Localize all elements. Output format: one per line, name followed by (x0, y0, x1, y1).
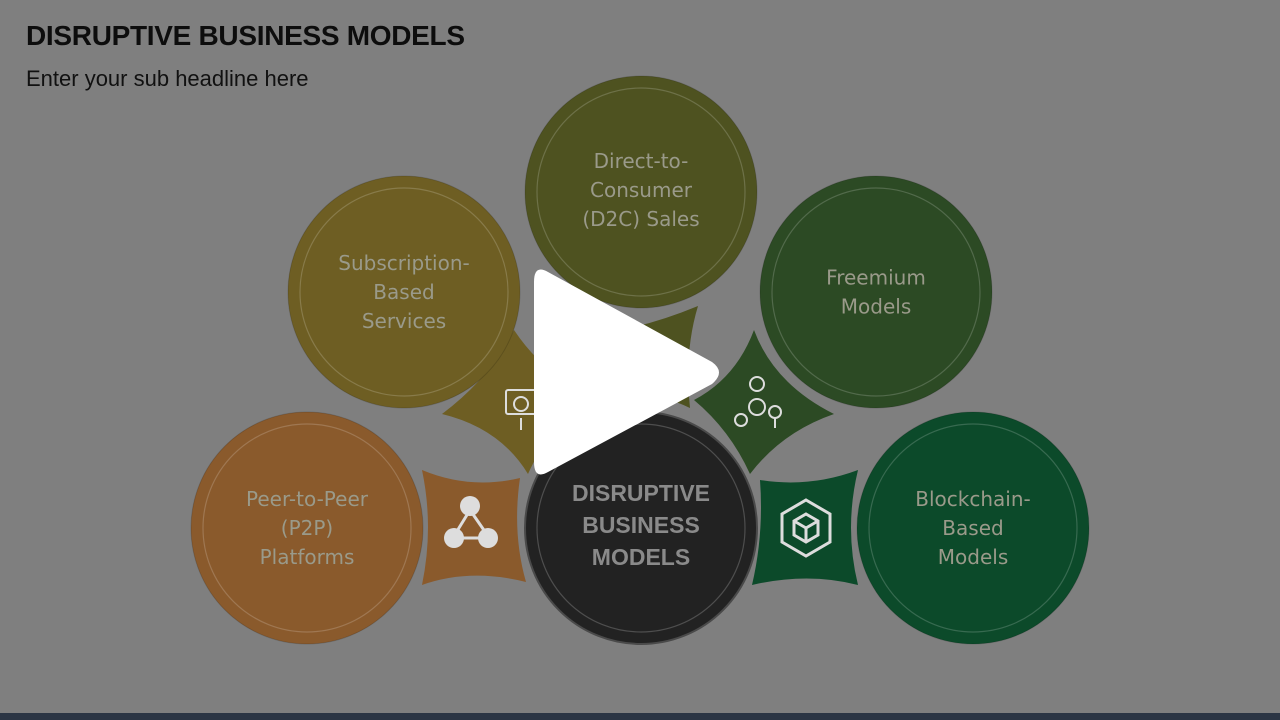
circle-label-line: Direct-to- (594, 149, 689, 173)
svg-text:Direct-to-Consumer(D2C) Sales: Direct-to- Consumer (D2C) Sales (582, 149, 699, 231)
circle-p2p: Peer-to-Peer (P2P) Platforms (190, 411, 424, 645)
connector-p2p (422, 470, 526, 585)
circle-label-line: Consumer (590, 178, 693, 202)
circle-label-line: Services (362, 309, 446, 333)
circle-label-line: Based (373, 280, 434, 304)
circle-label-line: (D2C) Sales (582, 207, 699, 231)
circle-center: DISRUPTIVE BUSINESS MODELS (524, 411, 758, 645)
circle-label-line: Based (942, 516, 1003, 540)
circle-label-line: Peer-to-Peer (246, 487, 369, 511)
circle-label-line: Models (841, 295, 911, 319)
circle-label-line: Subscription- (338, 251, 469, 275)
circle-label-line: Models (938, 545, 1008, 569)
circle-label-line: DISRUPTIVE (572, 480, 710, 506)
blockchain-cube-icon (780, 498, 832, 558)
circle-label-line: Blockchain- (915, 487, 1030, 511)
svg-text:Peer-to-Peer(P2P)Platforms: Peer-to-Peer (P2P) Platforms (246, 487, 369, 569)
people-money-gear-icon (734, 376, 782, 428)
slide-title: DISRUPTIVE BUSINESS MODELS (26, 20, 465, 51)
circle-label-line: MODELS (592, 544, 690, 570)
circle-label-line: (P2P) (281, 516, 333, 540)
play-icon[interactable] (534, 269, 719, 475)
circle-label-line: Platforms (260, 545, 355, 569)
network-icon (444, 496, 498, 548)
circle-label-line: Freemium (826, 266, 926, 290)
slide-subtitle: Enter your sub headline here (26, 66, 309, 91)
circle-d2c: Direct-to- Consumer (D2C) Sales (524, 75, 758, 309)
bottom-progress-bar (0, 713, 1280, 720)
connector-subscription (442, 330, 598, 474)
circle-label-line: BUSINESS (582, 512, 700, 538)
